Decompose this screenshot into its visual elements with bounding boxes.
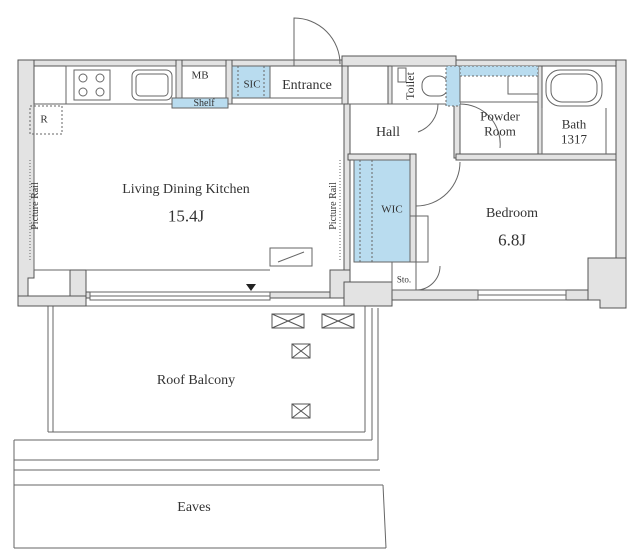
hall-label: Hall xyxy=(375,125,401,140)
tv-panel-icon xyxy=(269,247,313,267)
stove-icon xyxy=(73,69,111,101)
toilet-icon xyxy=(421,75,449,97)
entrance-label: Entrance xyxy=(282,78,332,93)
toilet-tank-icon xyxy=(397,67,407,83)
mb-label: MB xyxy=(191,69,209,82)
powder-door xyxy=(459,103,501,149)
eaves-outline xyxy=(14,308,387,549)
roof-balcony-label: Roof Balcony xyxy=(156,373,236,388)
storage-door xyxy=(415,265,441,291)
bath-label-1: Bath xyxy=(561,116,587,132)
bedroom-door xyxy=(415,161,461,207)
wic-label: WIC xyxy=(381,203,403,216)
toilet-label: Toilet xyxy=(403,72,417,100)
ldk-name-label: Living Dining Kitchen xyxy=(122,182,250,197)
picture-rail-left-label: Picture Rail xyxy=(30,182,41,230)
toilet-door xyxy=(417,103,439,133)
entrance-door xyxy=(293,17,341,66)
sic-label: SIC xyxy=(243,78,261,91)
bathtub-icon xyxy=(545,69,603,107)
sink-icon xyxy=(131,69,173,101)
powder-label-1: Powder xyxy=(480,108,520,124)
bath-label-2: 1317 xyxy=(561,131,587,147)
bedroom-name-label: Bedroom xyxy=(485,206,539,221)
roof-balcony-outline xyxy=(13,305,366,548)
fridge-label: R xyxy=(40,113,48,126)
shelf-label: Shelf xyxy=(193,98,215,109)
ac-units xyxy=(271,313,355,419)
entry-arrow-icon xyxy=(246,284,256,291)
storage-label: Sto. xyxy=(396,274,412,285)
eaves-label: Eaves xyxy=(177,500,211,515)
picture-rail-right-label: Picture Rail xyxy=(328,182,339,230)
ldk-size-label: 15.4J xyxy=(167,206,205,226)
walls xyxy=(17,55,627,309)
bedroom-size-label: 6.8J xyxy=(498,230,526,250)
powder-label-2: Room xyxy=(484,123,516,139)
